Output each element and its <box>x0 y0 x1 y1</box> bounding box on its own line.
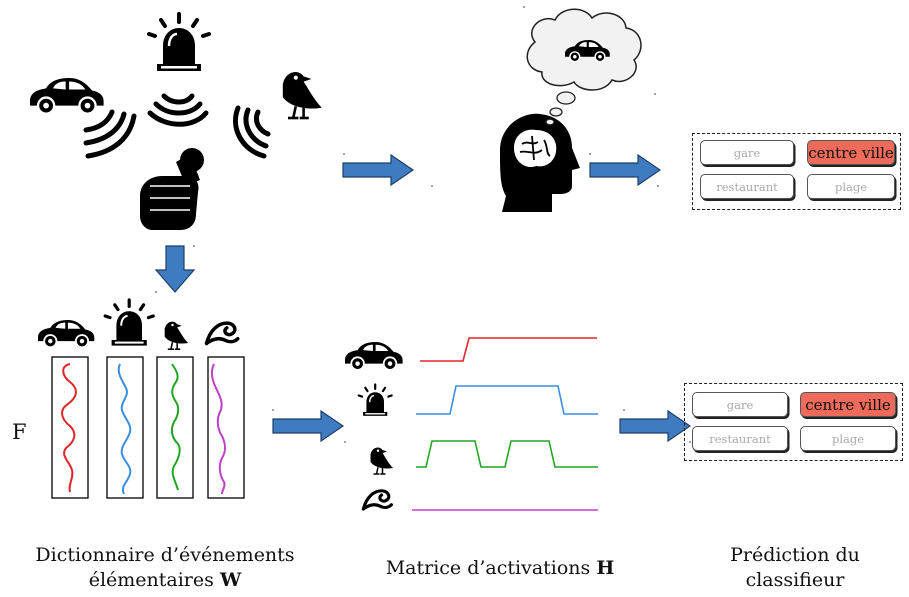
arrow-bottom-1 <box>272 410 344 442</box>
bottom-option-centre-ville[interactable]: centre ville <box>800 392 896 417</box>
activation-bird <box>416 440 598 468</box>
activations-caption: Matrice d’activations H <box>355 556 645 581</box>
sound-waves-siren <box>147 93 209 127</box>
speckles <box>155 6 691 443</box>
act-bird-icon <box>369 446 394 475</box>
arrow-down <box>154 245 196 293</box>
dictionary-caption: Dictionnaire d’événements élémentaires W <box>0 543 330 593</box>
siren-icon <box>147 12 211 73</box>
bottom-classifier-panel <box>684 383 903 461</box>
activation-signals <box>412 337 598 511</box>
top-option-restaurant[interactable]: restaurant <box>700 174 794 199</box>
act-wave-icon <box>361 489 393 511</box>
dict-wave-icon <box>204 321 240 346</box>
dictionary-caption-line1: Dictionnaire d’événements <box>35 544 295 566</box>
prediction-caption-line2: classifieur <box>745 569 845 591</box>
top-classifier-panel <box>692 133 901 210</box>
arrow-bottom-2 <box>619 410 691 442</box>
head-brain-icon <box>500 113 580 212</box>
dictionary-columns <box>51 356 245 499</box>
dict-siren-icon <box>103 298 155 348</box>
bottom-option-restaurant[interactable]: restaurant <box>692 426 788 451</box>
microphone-icon <box>140 148 204 230</box>
template-siren <box>117 363 132 495</box>
dictionary-frequency-label: F <box>12 420 27 444</box>
dictionary-caption-line2: élémentaires W <box>0 568 330 593</box>
bird-icon <box>281 70 324 120</box>
prediction-caption: Prédiction du classifieur <box>700 543 890 593</box>
arrow-top-2 <box>589 154 661 186</box>
top-option-plage[interactable]: plage <box>807 174 895 199</box>
activation-car <box>420 337 597 362</box>
dict-bird-icon <box>163 320 189 350</box>
dictionary-caption-text: élémentaires <box>88 569 214 591</box>
prediction-caption-line1: Prédiction du <box>730 544 860 566</box>
dict-car-icon <box>37 319 96 349</box>
dictionary-symbol: W <box>219 569 242 591</box>
thought-bubble-icon <box>526 8 642 126</box>
template-wave <box>210 363 226 495</box>
bottom-option-plage[interactable]: plage <box>800 426 896 451</box>
top-option-gare[interactable]: gare <box>700 140 794 165</box>
template-bird <box>170 363 181 491</box>
car-icon <box>28 76 105 115</box>
sound-waves-car <box>83 109 137 159</box>
activation-siren <box>416 385 598 415</box>
bottom-option-gare[interactable]: gare <box>692 392 788 417</box>
arrow-top-1 <box>342 154 414 186</box>
activations-caption-text: Matrice d’activations <box>385 557 591 579</box>
sound-waves-bird <box>233 105 271 159</box>
activations-symbol: H <box>596 557 615 579</box>
template-car <box>61 363 77 493</box>
act-siren-icon <box>357 383 393 417</box>
act-car-icon <box>344 341 404 371</box>
top-option-centre-ville[interactable]: centre ville <box>807 140 895 165</box>
